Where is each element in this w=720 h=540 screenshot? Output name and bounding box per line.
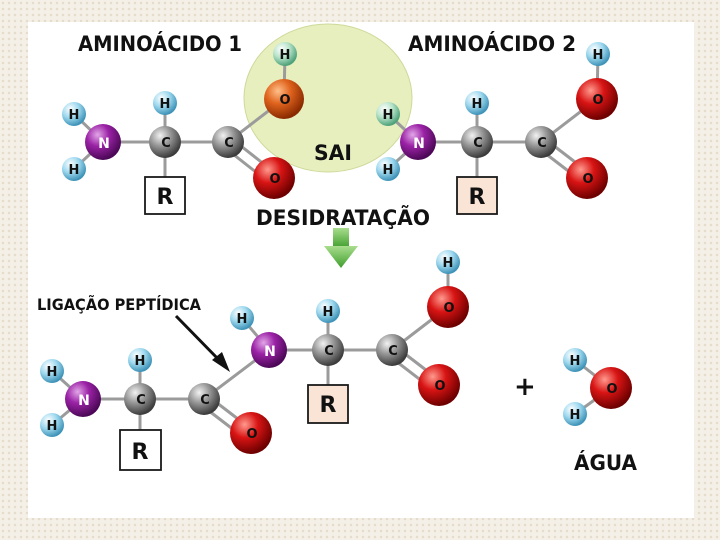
c-atom: C bbox=[124, 383, 156, 415]
svg-text:H: H bbox=[135, 354, 146, 369]
amino-acid-1-title: AMINOÁCIDO 1 bbox=[78, 31, 242, 56]
n-atom: N bbox=[400, 124, 436, 160]
h-atom: H bbox=[62, 157, 86, 181]
svg-text:C: C bbox=[473, 136, 483, 151]
svg-text:C: C bbox=[136, 393, 146, 408]
c-atom: C bbox=[188, 383, 220, 415]
o-atom: O bbox=[590, 367, 632, 409]
r-box-dipeptide-1: R bbox=[119, 429, 162, 471]
svg-text:H: H bbox=[323, 305, 334, 320]
svg-text:N: N bbox=[264, 344, 276, 360]
c-atom: C bbox=[149, 126, 181, 158]
dehydration-label: DESIDRATAÇÃO bbox=[256, 205, 430, 230]
c-atom: C bbox=[312, 334, 344, 366]
peptide-bond-label: LIGAÇÃO PEPTÍDICA bbox=[37, 295, 202, 314]
plus-sign: + bbox=[514, 372, 536, 402]
h-atom: H bbox=[376, 157, 400, 181]
r-box-dipeptide-2: R bbox=[307, 384, 349, 424]
svg-text:H: H bbox=[570, 354, 581, 369]
atoms-amino-acid-1: H H N H C C O H O bbox=[62, 42, 304, 199]
svg-text:H: H bbox=[47, 419, 58, 434]
svg-text:H: H bbox=[383, 163, 394, 178]
o-atom: O bbox=[576, 78, 618, 120]
c-atom: C bbox=[376, 334, 408, 366]
h-atom: H bbox=[436, 250, 460, 274]
svg-text:H: H bbox=[160, 97, 171, 112]
amino-acid-2-title: AMINOÁCIDO 2 bbox=[408, 31, 576, 56]
svg-text:O: O bbox=[434, 379, 445, 394]
h-atom: H bbox=[230, 306, 254, 330]
svg-text:R: R bbox=[132, 440, 149, 465]
c-atom: C bbox=[212, 126, 244, 158]
svg-text:H: H bbox=[570, 408, 581, 423]
svg-text:N: N bbox=[78, 393, 90, 409]
svg-text:C: C bbox=[224, 136, 234, 151]
svg-text:O: O bbox=[606, 382, 617, 397]
o-atom: O bbox=[427, 286, 469, 328]
svg-text:O: O bbox=[246, 427, 257, 442]
h-atom: H bbox=[40, 413, 64, 437]
dehydration-arrow bbox=[324, 228, 358, 268]
svg-text:O: O bbox=[279, 93, 290, 108]
svg-text:H: H bbox=[280, 48, 291, 63]
atoms-amino-acid-2: H H N H C C O H O bbox=[376, 42, 618, 199]
h-atom: H bbox=[586, 42, 610, 66]
svg-text:H: H bbox=[593, 48, 604, 63]
svg-text:H: H bbox=[383, 108, 394, 123]
r-box-aa2: R bbox=[456, 176, 498, 215]
o-atom: O bbox=[230, 412, 272, 454]
h-atom: H bbox=[376, 102, 400, 126]
h-atom-leaving: H bbox=[273, 42, 297, 66]
o-atom: O bbox=[253, 157, 295, 199]
o-atom-leaving: O bbox=[264, 79, 304, 119]
h-atom: H bbox=[465, 91, 489, 115]
h-atom: H bbox=[153, 91, 177, 115]
svg-text:O: O bbox=[269, 172, 280, 187]
svg-text:C: C bbox=[537, 136, 547, 151]
svg-text:N: N bbox=[98, 136, 110, 152]
svg-text:H: H bbox=[47, 365, 58, 380]
svg-text:H: H bbox=[69, 108, 80, 123]
leaving-label: SAI bbox=[314, 141, 352, 165]
h-atom: H bbox=[40, 359, 64, 383]
c-atom: C bbox=[461, 126, 493, 158]
r-box-aa1: R bbox=[144, 176, 186, 215]
svg-text:H: H bbox=[472, 97, 483, 112]
atoms-dipeptide: H H N H C C O H N H C C O H O bbox=[40, 250, 469, 454]
svg-text:H: H bbox=[443, 256, 454, 271]
water-label: ÁGUA bbox=[574, 450, 638, 475]
peptide-bond-arrow bbox=[174, 314, 230, 372]
bonds-amino-acid-2 bbox=[386, 52, 600, 185]
svg-text:H: H bbox=[237, 312, 248, 327]
svg-text:N: N bbox=[413, 136, 425, 152]
svg-text:O: O bbox=[443, 301, 454, 316]
atoms-water: H H O bbox=[563, 348, 632, 426]
h-atom: H bbox=[62, 102, 86, 126]
n-atom: N bbox=[251, 332, 287, 368]
h-atom: H bbox=[316, 299, 340, 323]
svg-text:R: R bbox=[157, 185, 174, 210]
svg-text:C: C bbox=[388, 344, 398, 359]
o-atom: O bbox=[418, 364, 460, 406]
svg-text:C: C bbox=[200, 393, 210, 408]
svg-text:C: C bbox=[161, 136, 171, 151]
svg-text:R: R bbox=[320, 393, 337, 418]
o-atom: O bbox=[566, 157, 608, 199]
svg-text:O: O bbox=[582, 172, 593, 187]
n-atom: N bbox=[85, 124, 121, 160]
svg-text:C: C bbox=[324, 344, 334, 359]
h-atom: H bbox=[128, 348, 152, 372]
n-atom: N bbox=[65, 381, 101, 417]
c-atom: C bbox=[525, 126, 557, 158]
svg-text:H: H bbox=[69, 163, 80, 178]
svg-text:O: O bbox=[592, 93, 603, 108]
svg-text:R: R bbox=[469, 185, 486, 210]
h-atom: H bbox=[563, 348, 587, 372]
h-atom: H bbox=[563, 402, 587, 426]
